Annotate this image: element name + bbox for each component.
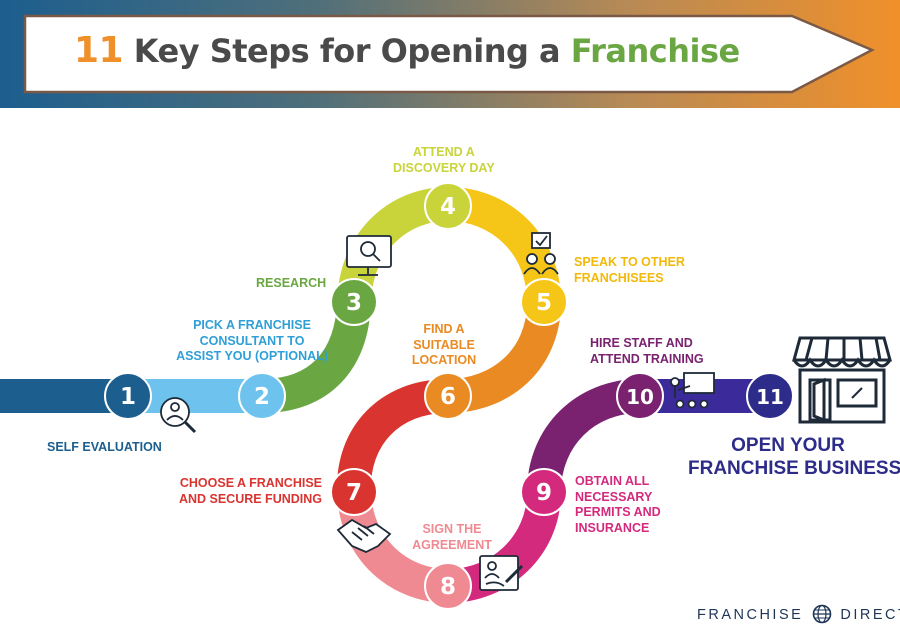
checklist-people-icon [523,232,559,275]
step-11-number: 11 [756,385,784,409]
step-3-number: 3 [346,290,362,316]
step-4-circle: 4 [424,182,472,230]
brand-logo: FRANCHISE DIRECT [697,604,900,624]
step-6-circle: 6 [424,372,472,420]
title-accent: Franchise [570,32,740,70]
step-5-circle: 5 [520,278,568,326]
step-7-circle: 7 [330,468,378,516]
step-6-number: 6 [440,384,456,410]
step-11-circle: 11 [746,372,794,420]
brand-left: FRANCHISE [697,607,804,623]
brand-right: DIRECT [840,607,900,623]
step-9-number: 9 [536,480,552,506]
step-3-label: RESEARCH [256,276,327,290]
trainer-board-icon [670,372,715,409]
step-7-number: 7 [346,480,362,506]
magnifier-person-icon [160,397,197,434]
step-2-circle: 2 [238,372,286,420]
step-1-number: 1 [120,384,136,410]
step-8-number: 8 [440,574,456,600]
handshake-icon [336,518,392,553]
title-main: Key Steps for Opening a [133,32,561,70]
title-banner [23,14,875,94]
step-4-number: 4 [440,194,456,220]
storefront-icon [792,336,892,424]
step-3-circle: 3 [330,278,378,326]
step-5-number: 5 [536,290,552,316]
step-9-circle: 9 [520,468,568,516]
page-title: 11 Key Steps for Opening a Franchise [74,30,740,80]
step-1-circle: 1 [104,372,152,420]
title-number: 11 [74,30,124,71]
step-8-circle: 8 [424,562,472,610]
step-1-label: SELF EVALUATION [47,440,162,454]
globe-icon [812,604,832,624]
signed-document-icon [479,555,524,591]
step-10-circle: 10 [616,372,664,420]
step-10-number: 10 [626,385,654,409]
computer-search-icon [346,235,392,276]
step-2-number: 2 [254,384,270,410]
